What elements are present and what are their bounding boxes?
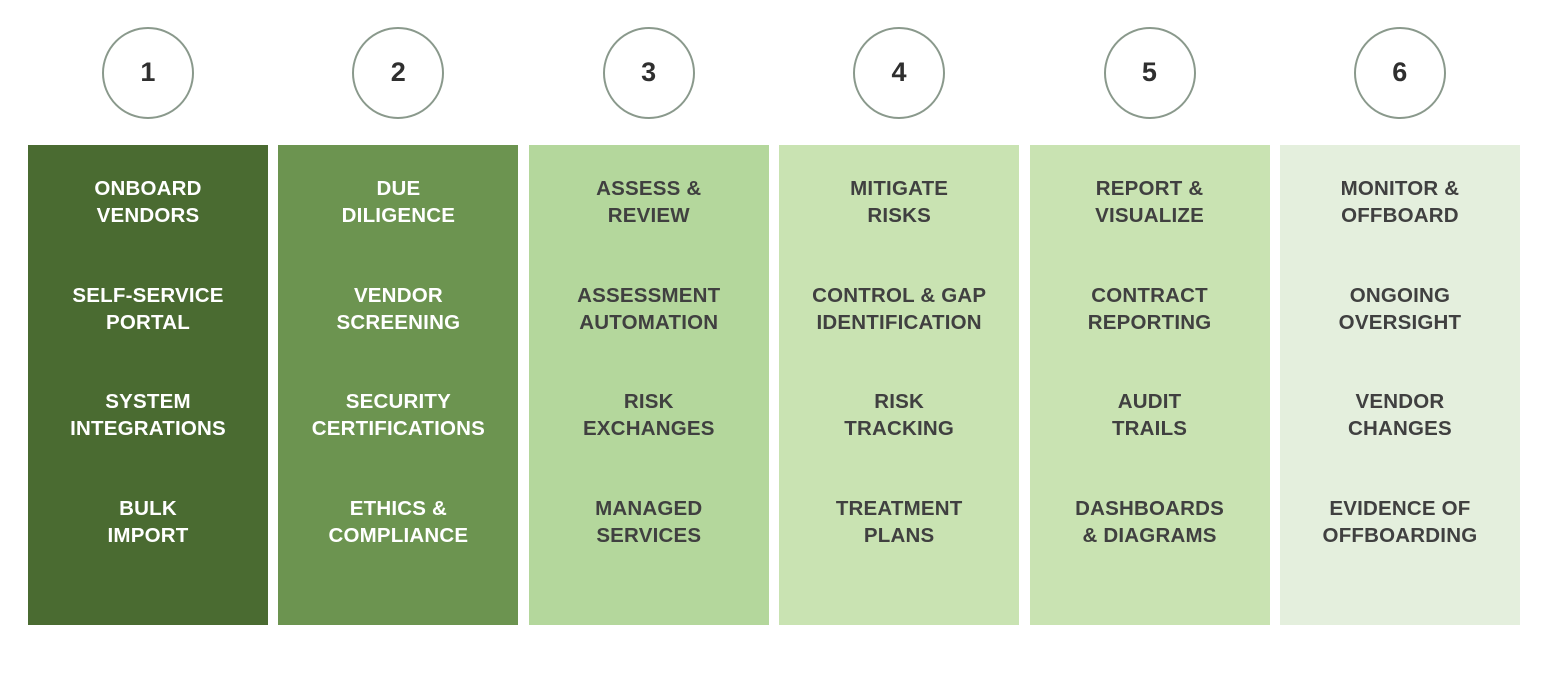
panel-item-1-2: SYSTEM INTEGRATIONS [70, 390, 226, 441]
process-column-5: 5 REPORT & VISUALIZE CONTRACT REPORTING … [1029, 0, 1270, 625]
process-column-3: 3 ASSESS & REVIEW ASSESSMENT AUTOMATION … [528, 0, 769, 625]
panel-item-cell-3-3: MANAGED SERVICES [535, 495, 763, 602]
panel-item-cell-6-2: VENDOR CHANGES [1286, 388, 1514, 495]
panel-item-cell-1-3: BULK IMPORT [34, 495, 262, 602]
panel-item-6-3: EVIDENCE OF OFFBOARDING [1322, 496, 1478, 547]
panel-item-cell-2-3: ETHICS & COMPLIANCE [284, 495, 512, 602]
panel-item-cell-3-1: ASSESSMENT AUTOMATION [535, 282, 763, 389]
panel-item-3-2: RISK EXCHANGES [582, 390, 715, 441]
panel-item-cell-5-3: DASHBOARDS & DIAGRAMS [1036, 495, 1264, 602]
panel-heading-2: DUE DILIGENCE [341, 177, 456, 228]
process-panel-1: ONBOARD VENDORS SELF-SERVICE PORTAL SYST… [28, 145, 268, 625]
panel-item-5-3: DASHBOARDS & DIAGRAMS [1075, 496, 1225, 547]
step-circle-2: 2 [352, 26, 445, 119]
panel-heading-cell-5: REPORT & VISUALIZE [1036, 175, 1264, 282]
step-number-4: 4 [891, 57, 907, 87]
process-panel-4: MITIGATE RISKS CONTROL & GAP IDENTIFICAT… [779, 145, 1020, 625]
panel-item-cell-2-2: SECURITY CERTIFICATIONS [284, 388, 512, 495]
panel-item-4-1: CONTROL & GAP IDENTIFICATION [812, 283, 987, 334]
step-number-5: 5 [1141, 57, 1158, 87]
panel-item-cell-5-1: CONTRACT REPORTING [1036, 282, 1264, 389]
step-number-2: 2 [390, 57, 407, 87]
panel-item-cell-1-2: SYSTEM INTEGRATIONS [34, 388, 262, 495]
panel-item-cell-3-2: RISK EXCHANGES [535, 388, 763, 495]
panel-item-4-2: RISK TRACKING [844, 390, 955, 441]
panel-item-6-2: VENDOR CHANGES [1347, 390, 1452, 441]
step-circle-6: 6 [1353, 26, 1446, 119]
panel-item-4-3: TREATMENT PLANS [835, 496, 963, 547]
panel-heading-5: REPORT & VISUALIZE [1095, 177, 1204, 228]
step-circle-wrap-2: 2 [352, 0, 445, 145]
panel-heading-cell-2: DUE DILIGENCE [284, 175, 512, 282]
panel-heading-cell-3: ASSESS & REVIEW [535, 175, 763, 282]
process-panel-6: MONITOR & OFFBOARD ONGOING OVERSIGHT VEN… [1279, 145, 1520, 625]
panel-heading-3: ASSESS & REVIEW [596, 177, 702, 228]
panel-heading-cell-4: MITIGATE RISKS [785, 175, 1013, 282]
panel-item-cell-1-1: SELF-SERVICE PORTAL [34, 282, 262, 389]
panel-item-cell-4-2: RISK TRACKING [785, 388, 1013, 495]
panel-item-2-2: SECURITY CERTIFICATIONS [311, 390, 486, 441]
panel-heading-4: MITIGATE RISKS [850, 177, 949, 228]
panel-item-cell-4-1: CONTROL & GAP IDENTIFICATION [785, 282, 1013, 389]
process-column-6: 6 MONITOR & OFFBOARD ONGOING OVERSIGHT V… [1279, 0, 1520, 625]
step-circle-3: 3 [602, 26, 695, 119]
panel-item-cell-6-1: ONGOING OVERSIGHT [1286, 282, 1514, 389]
panel-item-3-1: ASSESSMENT AUTOMATION [577, 283, 721, 334]
panel-item-5-2: AUDIT TRAILS [1111, 390, 1188, 441]
panel-heading-1: ONBOARD VENDORS [94, 177, 202, 228]
panel-item-5-1: CONTRACT REPORTING [1087, 283, 1212, 334]
process-column-1: 1 ONBOARD VENDORS SELF-SERVICE PORTAL SY… [28, 0, 268, 625]
process-column-2: 2 DUE DILIGENCE VENDOR SCREENING SECURIT… [278, 0, 519, 625]
panel-item-cell-2-1: VENDOR SCREENING [284, 282, 512, 389]
step-number-1: 1 [140, 57, 156, 87]
process-panel-2: DUE DILIGENCE VENDOR SCREENING SECURITY … [278, 145, 519, 625]
panel-item-2-1: VENDOR SCREENING [336, 283, 461, 334]
step-number-6: 6 [1392, 57, 1408, 87]
panel-item-1-1: SELF-SERVICE PORTAL [72, 283, 224, 334]
panel-item-cell-4-3: TREATMENT PLANS [785, 495, 1013, 602]
step-circle-4: 4 [853, 26, 946, 119]
panel-item-cell-6-3: EVIDENCE OF OFFBOARDING [1286, 495, 1514, 602]
panel-item-cell-5-2: AUDIT TRAILS [1036, 388, 1264, 495]
panel-heading-6: MONITOR & OFFBOARD [1340, 177, 1460, 228]
panel-item-1-3: BULK IMPORT [107, 496, 189, 547]
process-panel-3: ASSESS & REVIEW ASSESSMENT AUTOMATION RI… [528, 145, 769, 625]
panel-item-2-3: ETHICS & COMPLIANCE [328, 496, 469, 547]
process-columns: 1 ONBOARD VENDORS SELF-SERVICE PORTAL SY… [28, 0, 1520, 678]
step-number-3: 3 [641, 57, 657, 87]
panel-heading-cell-1: ONBOARD VENDORS [34, 175, 262, 282]
step-circle-1: 1 [102, 26, 194, 119]
step-circle-wrap-6: 6 [1353, 0, 1446, 145]
step-circle-wrap-3: 3 [602, 0, 695, 145]
panel-item-6-1: ONGOING OVERSIGHT [1338, 283, 1462, 334]
step-circle-wrap-4: 4 [853, 0, 946, 145]
step-circle-wrap-5: 5 [1103, 0, 1196, 145]
panel-item-3-3: MANAGED SERVICES [595, 496, 703, 547]
process-column-4: 4 MITIGATE RISKS CONTROL & GAP IDENTIFIC… [779, 0, 1020, 625]
step-circle-5: 5 [1103, 26, 1196, 119]
process-panel-5: REPORT & VISUALIZE CONTRACT REPORTING AU… [1029, 145, 1270, 625]
panel-heading-cell-6: MONITOR & OFFBOARD [1286, 175, 1514, 282]
step-circle-wrap-1: 1 [102, 0, 194, 145]
